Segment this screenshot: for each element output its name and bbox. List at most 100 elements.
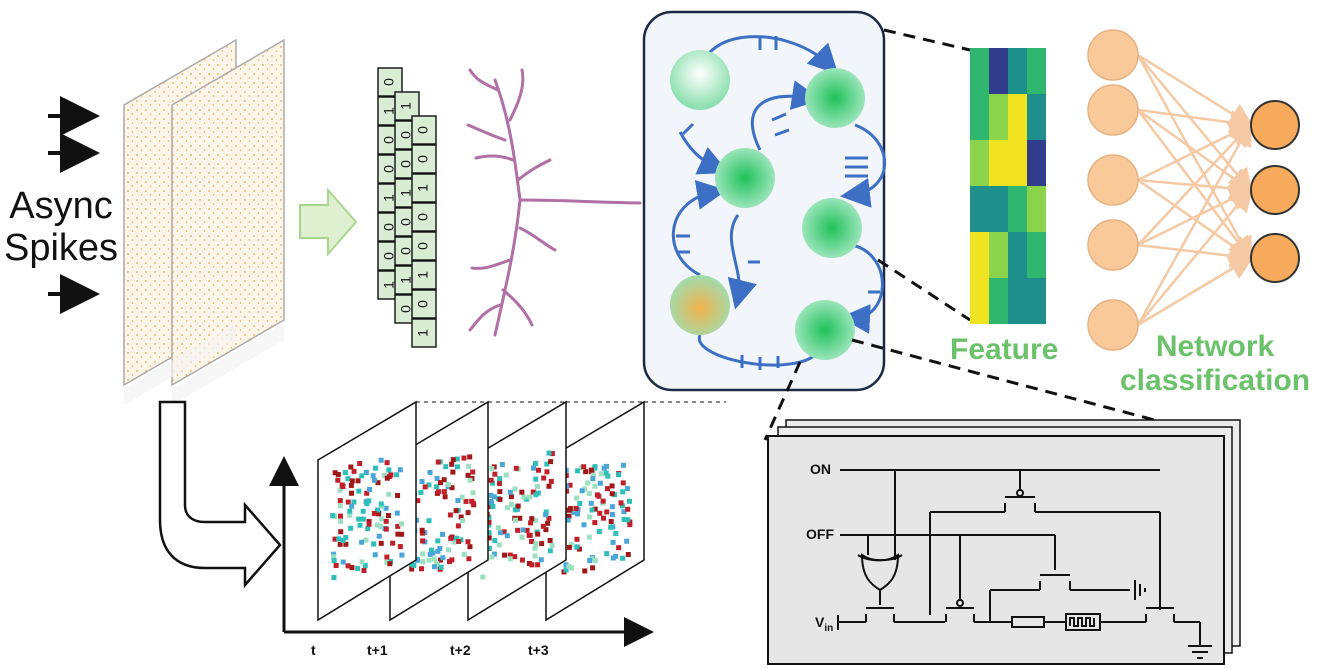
event-pixel <box>609 483 615 489</box>
event-pixel <box>605 486 611 492</box>
feature-cell <box>989 278 1008 324</box>
event-pixel <box>587 558 593 564</box>
event-pixel <box>419 530 425 536</box>
event-pixel <box>338 529 344 535</box>
feature-cell <box>970 48 989 94</box>
circuit-panel <box>767 419 1241 665</box>
off-label: OFF <box>806 526 834 542</box>
event-pixel <box>625 517 631 523</box>
classification-line1: Network <box>1155 330 1275 363</box>
bit-value: 1 <box>398 189 414 197</box>
event-pixel <box>592 483 598 489</box>
bit-value: 0 <box>415 300 431 308</box>
event-pixel <box>384 559 390 565</box>
event-pixel <box>530 465 536 471</box>
event-pixel <box>340 559 346 565</box>
event-pixel <box>491 494 497 500</box>
bit-cell <box>411 115 437 145</box>
event-pixel <box>348 525 354 531</box>
event-pixel <box>379 503 385 509</box>
event-pixel <box>378 501 384 507</box>
bit-value: 1 <box>415 184 431 192</box>
event-pixel <box>372 552 378 558</box>
event-pixel <box>486 530 492 536</box>
event-pixel <box>431 564 437 570</box>
event-pixel <box>621 462 627 468</box>
event-pixel <box>431 556 437 562</box>
event-pixel <box>574 495 580 501</box>
feature-cell <box>970 232 989 278</box>
event-pixel <box>345 499 351 505</box>
event-pixel <box>363 469 369 475</box>
event-pixel <box>548 459 554 465</box>
event-pixel <box>569 565 575 571</box>
event-pixel <box>343 535 349 541</box>
bit-value: 1 <box>398 276 414 284</box>
event-pixel <box>515 503 521 509</box>
feature-cell <box>989 232 1008 278</box>
event-pixel <box>488 499 494 505</box>
event-pixel <box>613 531 619 537</box>
classifier-edge <box>1136 120 1253 326</box>
event-pixel <box>605 473 611 479</box>
event-pixel <box>365 526 371 532</box>
event-pixel <box>532 461 538 467</box>
bit-value: 0 <box>398 305 414 313</box>
event-pixel <box>547 548 553 554</box>
event-pixel <box>447 559 453 565</box>
event-pixel <box>348 482 354 488</box>
event-pixel <box>427 469 433 475</box>
event-pixel <box>338 518 344 524</box>
event-pixel <box>451 539 457 545</box>
event-pixel <box>386 491 392 497</box>
event-pixel <box>582 568 588 574</box>
event-pixel <box>524 527 530 533</box>
event-pixel <box>575 468 581 474</box>
feature-map <box>970 48 1046 324</box>
feature-cell <box>1008 48 1027 94</box>
event-pixel <box>543 509 549 515</box>
event-pixel <box>610 511 616 517</box>
feature-cell <box>1008 140 1027 186</box>
classifier-network <box>1087 29 1300 351</box>
event-pixel <box>419 527 425 533</box>
event-pixel <box>480 574 486 580</box>
event-pixel <box>332 536 338 542</box>
event-pixel <box>590 472 596 478</box>
event-pixel <box>359 539 365 545</box>
event-pixel <box>418 489 424 495</box>
event-pixel <box>388 472 394 478</box>
event-pixel <box>490 480 496 486</box>
event-pixel <box>375 511 381 517</box>
feature-cell <box>970 278 989 324</box>
event-pixel <box>621 517 627 523</box>
event-pixel <box>529 562 535 568</box>
vin-main: V <box>815 614 825 630</box>
event-pixel <box>428 547 434 553</box>
event-pixel <box>585 480 591 486</box>
event-pixel <box>470 490 476 496</box>
event-pixel <box>335 477 341 483</box>
bit-value: 0 <box>381 78 397 86</box>
classifier-edge <box>1137 54 1254 194</box>
event-pixel <box>394 510 400 516</box>
event-pixel <box>426 482 432 488</box>
event-pixel <box>385 513 391 519</box>
bit-cell <box>411 231 437 261</box>
bit-value: 0 <box>398 247 414 255</box>
event-pixel <box>488 492 494 498</box>
event-pixel <box>426 557 432 563</box>
event-pixel <box>466 463 472 469</box>
event-pixel <box>395 523 401 529</box>
event-pixel <box>419 479 425 485</box>
event-pixel <box>331 551 337 557</box>
output-node <box>1250 233 1300 283</box>
event-pixel <box>362 563 368 569</box>
classifier-edge <box>1136 54 1253 263</box>
event-pixel <box>467 477 473 483</box>
input-node <box>1087 154 1139 206</box>
classifier-edge <box>1137 186 1254 326</box>
bit-value: 0 <box>415 213 431 221</box>
